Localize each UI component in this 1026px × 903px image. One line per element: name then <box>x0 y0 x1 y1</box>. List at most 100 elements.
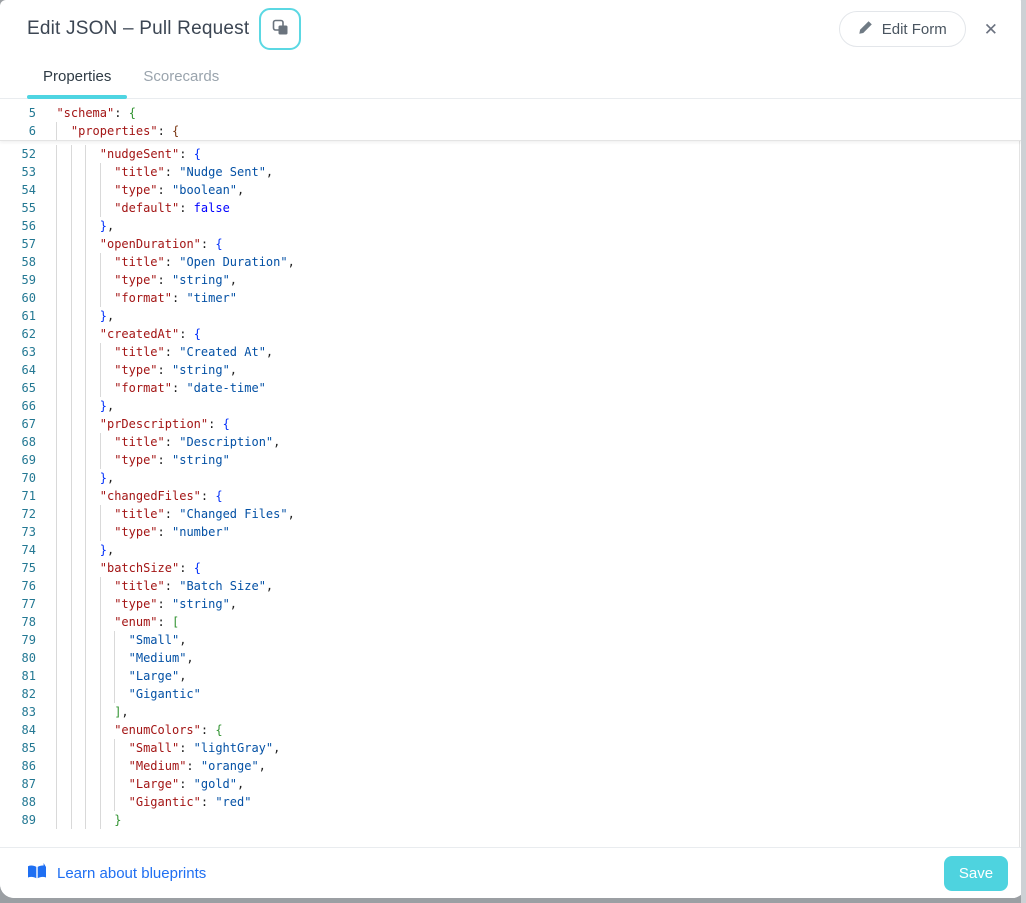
line-number: 60 <box>21 291 36 305</box>
code-line: 60"format": "timer" <box>0 289 1026 307</box>
line-number: 69 <box>21 453 36 467</box>
copy-icon <box>272 19 289 39</box>
line-number: 89 <box>21 813 36 827</box>
indent-guide <box>70 613 85 631</box>
indent-guide <box>99 577 114 595</box>
code-line: 88"Gigantic": "red" <box>0 793 1026 811</box>
page-title: Edit JSON – Pull Request <box>27 18 250 39</box>
tab-properties[interactable]: Properties <box>27 58 128 99</box>
indent-guide <box>85 289 99 307</box>
line-number: 58 <box>21 255 36 269</box>
line-number: 75 <box>21 561 36 575</box>
code-line: 74}, <box>0 541 1026 559</box>
code-line: 84"enumColors": { <box>0 721 1026 739</box>
indent-guide <box>99 505 114 523</box>
indent-guide <box>70 271 85 289</box>
code-line: 73"type": "number" <box>0 523 1026 541</box>
indent-guide <box>56 217 70 235</box>
indent-guide <box>85 271 99 289</box>
indent-guide <box>70 217 85 235</box>
code-line: 80"Medium", <box>0 649 1026 667</box>
code-line: 71"changedFiles": { <box>0 487 1026 505</box>
indent-guide <box>99 451 114 469</box>
indent-guide <box>70 379 85 397</box>
code-body: 52"nudgeSent": {53"title": "Nudge Sent",… <box>0 141 1026 829</box>
save-button[interactable]: Save <box>944 855 1008 891</box>
indent-guide <box>99 379 114 397</box>
line-number: 64 <box>21 363 36 377</box>
indent-guide <box>56 685 70 703</box>
code-line: 58"title": "Open Duration", <box>0 253 1026 271</box>
pencil-icon <box>858 20 873 39</box>
line-number: 83 <box>21 705 36 719</box>
code-line: 64"type": "string", <box>0 361 1026 379</box>
tab-bar: Properties Scorecards <box>0 52 1026 99</box>
indent-guide <box>70 667 85 685</box>
indent-guide <box>85 397 99 415</box>
indent-guide <box>56 505 70 523</box>
indent-guide <box>70 397 85 415</box>
indent-guide <box>85 559 99 577</box>
line-number: 6 <box>28 124 36 138</box>
tab-scorecards[interactable]: Scorecards <box>143 68 220 85</box>
indent-guide <box>56 703 70 721</box>
json-code-editor[interactable]: 5"schema": {6"properties": { 52"nudgeSen… <box>0 99 1026 847</box>
indent-guide <box>99 775 114 793</box>
copy-button[interactable] <box>259 8 302 50</box>
close-button[interactable]: ✕ <box>980 17 1002 42</box>
indent-guide <box>70 505 85 523</box>
indent-guide <box>70 811 85 829</box>
indent-guide <box>70 145 85 163</box>
indent-guide <box>56 559 70 577</box>
code-line: 83], <box>0 703 1026 721</box>
indent-guide <box>56 631 70 649</box>
indent-guide <box>85 613 99 631</box>
indent-guide <box>85 379 99 397</box>
indent-guide <box>114 757 128 775</box>
line-number: 77 <box>21 597 36 611</box>
edit-form-label: Edit Form <box>881 20 947 38</box>
line-number: 74 <box>21 543 36 557</box>
indent-guide <box>85 235 99 253</box>
code-line: 57"openDuration": { <box>0 235 1026 253</box>
code-line: 87"Large": "gold", <box>0 775 1026 793</box>
window-scrollbar-edge <box>1021 0 1026 903</box>
indent-guide <box>56 379 70 397</box>
indent-guide <box>70 235 85 253</box>
code-line: 75"batchSize": { <box>0 559 1026 577</box>
indent-guide <box>85 577 99 595</box>
code-line: 52"nudgeSent": { <box>0 145 1026 163</box>
line-number: 88 <box>21 795 36 809</box>
line-number: 67 <box>21 417 36 431</box>
indent-guide <box>56 397 70 415</box>
indent-guide <box>56 667 70 685</box>
indent-guide <box>56 271 70 289</box>
indent-guide <box>99 199 114 217</box>
learn-about-blueprints-link[interactable]: Learn about blueprints <box>27 862 206 884</box>
indent-guide <box>56 253 70 271</box>
code-line: 69"type": "string" <box>0 451 1026 469</box>
code-line: 82"Gigantic" <box>0 685 1026 703</box>
indent-guide <box>99 523 114 541</box>
indent-guide <box>70 541 85 559</box>
indent-guide <box>114 739 128 757</box>
learn-link-label: Learn about blueprints <box>57 864 207 882</box>
indent-guide <box>114 685 128 703</box>
code-line: 79"Small", <box>0 631 1026 649</box>
indent-guide <box>85 811 99 829</box>
indent-guide <box>99 685 114 703</box>
line-number: 72 <box>21 507 36 521</box>
indent-guide <box>99 739 114 757</box>
code-line: 76"title": "Batch Size", <box>0 577 1026 595</box>
edit-form-button[interactable]: Edit Form <box>838 11 966 47</box>
indent-guide <box>99 613 114 631</box>
indent-guide <box>85 469 99 487</box>
code-line: 85"Small": "lightGray", <box>0 739 1026 757</box>
code-line: 81"Large", <box>0 667 1026 685</box>
indent-guide <box>99 667 114 685</box>
indent-guide <box>70 649 85 667</box>
indent-guide <box>85 595 99 613</box>
indent-guide <box>99 163 114 181</box>
indent-guide <box>85 649 99 667</box>
